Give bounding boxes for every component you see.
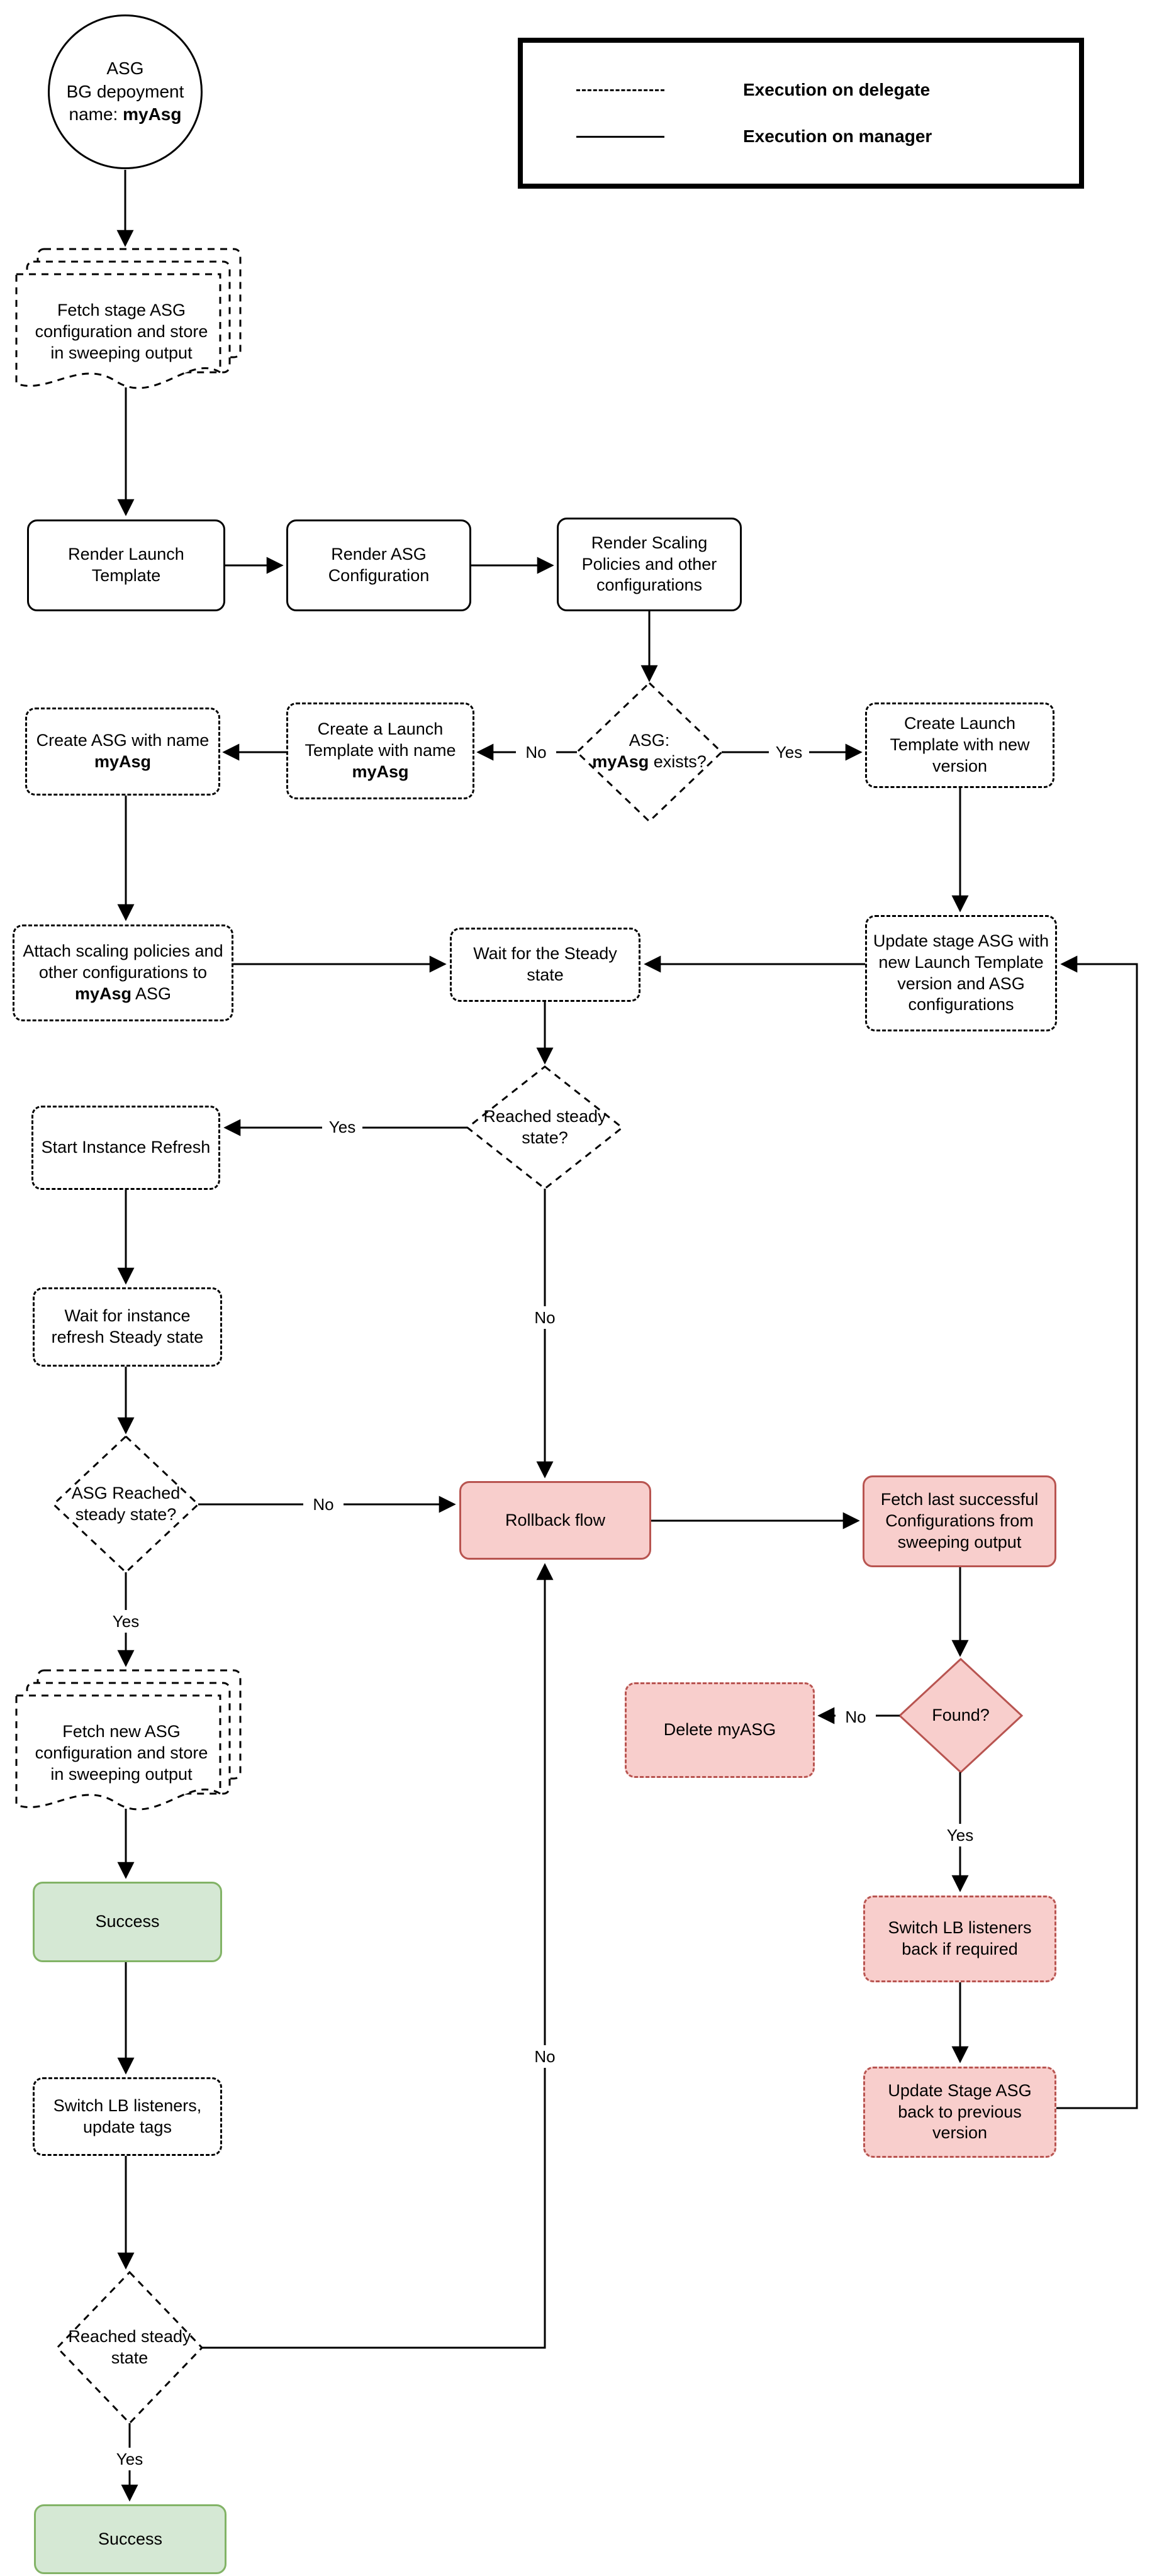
create-launch-template-myasg-node: Create a Launch Template with name myAsg — [286, 702, 474, 799]
legend: Execution on delegate Execution on manag… — [518, 38, 1084, 189]
diamond-asg-exists — [575, 681, 724, 823]
legend-manager-label: Execution on manager — [743, 126, 932, 146]
create-launch-template-new-version-node: Create Launch Template with new version — [865, 702, 1054, 788]
update-stage-asg-back-node: Update Stage ASG back to previous versio… — [863, 2067, 1056, 2158]
create-asg-myasg-node: Create ASG with name myAsg — [25, 708, 220, 796]
edge-label-no-asg-exists: No — [516, 741, 556, 763]
update-stage-asg-node: Update stage ASG with new Launch Templat… — [865, 915, 1057, 1031]
start-instance-refresh-node: Start Instance Refresh — [31, 1106, 220, 1190]
legend-row-delegate: Execution on delegate — [523, 80, 1079, 100]
reached-steady-2-diamond-label: Reached steady state — [68, 2327, 191, 2367]
success-node-1: Success — [33, 1882, 222, 1962]
start-node-label: ASG BG depoyment name: myAsg — [66, 58, 184, 125]
attach-scaling-policies-label: Attach scaling policies and other config… — [23, 941, 223, 1003]
edge-label-yes-asg-reached: Yes — [106, 1610, 146, 1633]
edge-label-yes-asg-exists: Yes — [769, 741, 809, 763]
multi-document-fetch-stage — [15, 248, 242, 389]
edge-label-yes-reached-q: Yes — [322, 1116, 362, 1138]
asg-exists-diamond-label: ASG: myAsg exists? — [580, 711, 719, 792]
fetch-last-successful-node: Fetch last successful Configurations fro… — [863, 1475, 1056, 1567]
edge-label-yes-reached-2: Yes — [109, 2448, 150, 2470]
render-scaling-policies-node: Render Scaling Policies and other config… — [557, 518, 742, 611]
legend-row-manager: Execution on manager — [523, 126, 1079, 147]
diamond-reached-steady-state-q — [466, 1065, 624, 1190]
switch-lb-listeners-tags-node: Switch LB listeners, update tags — [33, 2077, 222, 2156]
asg-reached-diamond-label: ASG Reached steady state? — [71, 1484, 181, 1524]
edge-label-no-reached-q: No — [525, 1306, 565, 1329]
solid-line-sample — [576, 135, 664, 138]
edge-update-back-to-update-stage — [1056, 955, 1138, 2109]
switch-lb-listeners-back-node: Switch LB listeners back if required — [863, 1896, 1056, 1982]
rollback-flow-node: Rollback flow — [459, 1481, 651, 1560]
render-launch-template-node: Render Launch Template — [27, 519, 225, 611]
dashed-line-sample — [576, 89, 664, 91]
multi-document-fetch-new — [15, 1669, 242, 1811]
create-asg-myasg-label: Create ASG with name myAsg — [36, 731, 210, 771]
legend-delegate-label: Execution on delegate — [743, 80, 931, 99]
edge-label-no-found: No — [836, 1706, 876, 1728]
edge-label-no-asg-reached: No — [303, 1493, 344, 1516]
reached-steady-q-diamond-label: Reached steady state? — [483, 1107, 607, 1147]
render-asg-configuration-node: Render ASG Configuration — [286, 519, 471, 611]
attach-scaling-policies-node: Attach scaling policies and other config… — [13, 924, 233, 1021]
wait-for-steady-state-node: Wait for the Steady state — [450, 928, 640, 1002]
success-node-2: Success — [34, 2504, 226, 2574]
edge-label-yes-found: Yes — [940, 1824, 980, 1846]
create-launch-template-myasg-label: Create a Launch Template with name myAsg — [305, 719, 456, 781]
found-diamond-label: Found? — [932, 1706, 990, 1725]
wait-instance-refresh-node: Wait for instance refresh Steady state — [33, 1287, 222, 1367]
fetch-new-node-label: Fetch new ASG configuration and store in… — [35, 1722, 208, 1784]
fetch-stage-node-label: Fetch stage ASG configuration and store … — [35, 301, 208, 362]
diamond-reached-steady-state-2 — [55, 2270, 204, 2425]
delete-myasg-node: Delete myASG — [625, 1682, 815, 1778]
edge-label-no-reached-2: No — [525, 2045, 565, 2068]
start-node: ASG BG depoyment name: myAsg — [48, 14, 203, 169]
edge-reached-2-no-to-rollback — [202, 1563, 554, 2349]
diamond-asg-reached-steady — [52, 1435, 200, 1574]
asg-exists-text: ASG: myAsg exists? — [592, 731, 707, 771]
